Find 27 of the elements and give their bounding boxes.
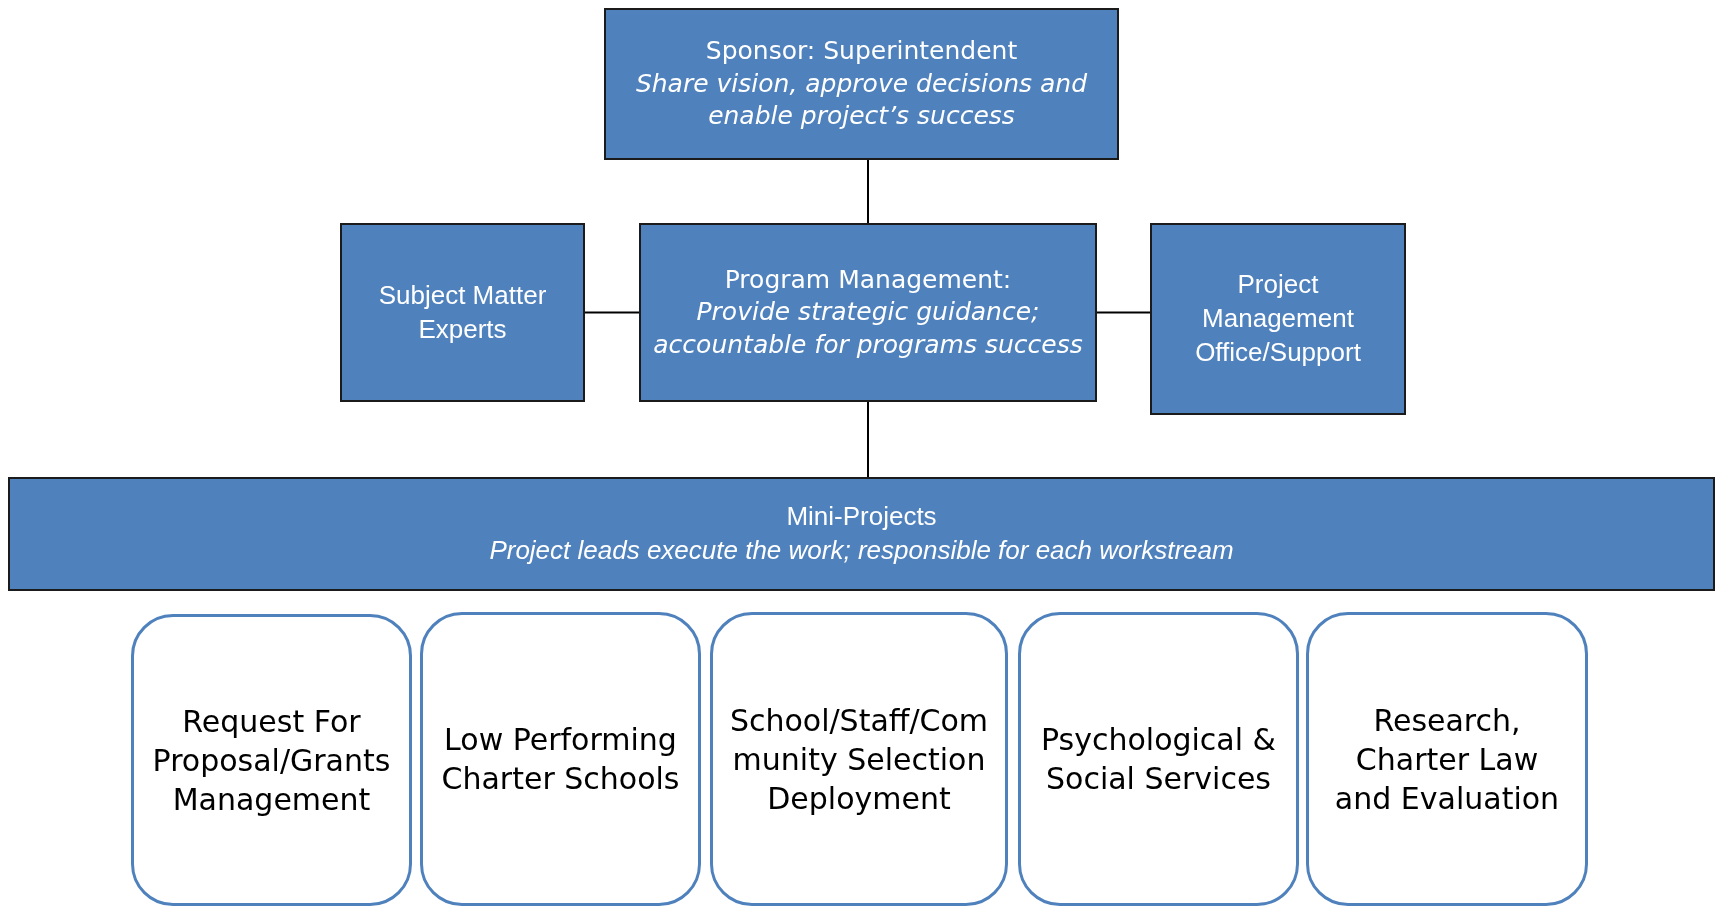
process-box bbox=[639, 223, 1097, 402]
process-box bbox=[340, 223, 585, 402]
node-label: Subject Matter Experts bbox=[377, 278, 548, 346]
description-text: Share vision, approve decisions and enable project’s success bbox=[634, 67, 1089, 133]
description-text: Project leads execute the work; responsible for each workstream bbox=[489, 534, 1234, 567]
rounded-box bbox=[420, 612, 701, 906]
connector-line bbox=[1096, 311, 1151, 314]
process-box bbox=[604, 8, 1119, 160]
connector-line bbox=[867, 401, 869, 478]
node-label: Project Management Office/Support bbox=[1194, 268, 1362, 369]
process-box bbox=[8, 477, 1715, 591]
node-label: Low Performing Charter Schools bbox=[440, 721, 681, 798]
node-label: Research, Charter Law and Evaluation bbox=[1333, 701, 1561, 818]
rounded-box bbox=[710, 612, 1008, 906]
node-label: Program Management: bbox=[724, 263, 1012, 296]
node-label: Request For Proposal/Grants Management bbox=[151, 702, 392, 819]
rounded-box bbox=[1306, 612, 1588, 906]
description-text: Provide strategic guidance; accountable for programs success bbox=[652, 296, 1084, 361]
process-box bbox=[1150, 223, 1406, 415]
connector-line bbox=[584, 311, 640, 314]
node-label: Sponsor: Superintendent bbox=[705, 35, 1018, 68]
rounded-box bbox=[131, 614, 412, 906]
node-label: School/Staff/Community Selection Deployment bbox=[728, 701, 990, 818]
node-label: Psychological & Social Services bbox=[1040, 721, 1277, 798]
rounded-box bbox=[1018, 612, 1299, 906]
connector-line bbox=[867, 159, 869, 224]
node-label: Mini-Projects bbox=[786, 500, 937, 534]
